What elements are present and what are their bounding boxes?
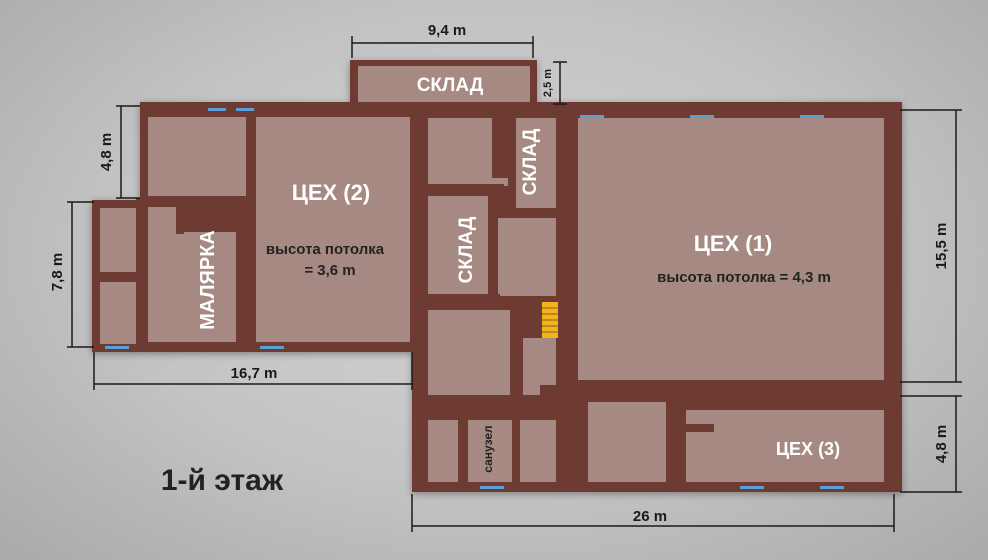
- dimension-label-right-upper: 15,5 m: [933, 223, 950, 270]
- window: [800, 115, 824, 118]
- floor-room-top-left: [148, 117, 246, 197]
- window: [236, 108, 254, 111]
- window: [690, 115, 714, 118]
- floor-tseh1: [578, 118, 888, 382]
- room-label-malyarka: МАЛЯРКА: [197, 230, 219, 330]
- floor-sklad-mid: [428, 196, 488, 294]
- room-label-tseh2-ceiling-1: высота потолка: [266, 241, 385, 258]
- floor-left-small-2: [100, 282, 136, 344]
- dimension-label-right-lower: 4,8 m: [933, 425, 950, 463]
- floor-bath-1: [428, 420, 458, 482]
- dimension-label-total-width: 26 m: [633, 508, 667, 525]
- floor-lower-room: [588, 400, 666, 482]
- floor-lower-left: [428, 310, 513, 395]
- floor-title: 1-й этаж: [161, 464, 284, 497]
- room-label-sklad-mid: СКЛАД: [456, 216, 477, 283]
- dimension-label-left-upper: 4,8 m: [98, 133, 115, 171]
- dimension-lines: [67, 36, 962, 532]
- dimension-label-left-lower: 7,8 m: [49, 253, 66, 291]
- floor-malyarka: [148, 232, 238, 342]
- dimension-label-top-width: 9,4 m: [428, 22, 466, 39]
- floor-tseh3: [686, 410, 888, 482]
- floor-left-small-1: [100, 208, 136, 273]
- room-floors: [100, 66, 888, 482]
- floor-hall: [498, 218, 558, 296]
- window: [208, 108, 226, 111]
- floor-sklad-top: [358, 66, 530, 102]
- interior-walls: [96, 102, 902, 490]
- dimension-label-sklad-depth: 2,5 m: [542, 69, 554, 97]
- room-label-tseh1: ЦЕХ (1): [694, 231, 772, 256]
- window: [480, 486, 504, 489]
- stairs: [542, 302, 558, 338]
- dimension-label-left-width: 16,7 m: [231, 365, 278, 382]
- floor-sanuzel: [466, 420, 512, 482]
- window: [820, 486, 844, 489]
- window: [580, 115, 604, 118]
- window: [260, 346, 284, 349]
- room-label-sklad-top: СКЛАД: [417, 75, 484, 96]
- floor-tseh2: [256, 117, 411, 342]
- window: [740, 486, 764, 489]
- room-label-tseh2: ЦЕХ (2): [292, 180, 370, 205]
- room-label-tseh1-ceiling: высота потолка = 4,3 m: [657, 269, 831, 286]
- room-label-sklad-right: СКЛАД: [520, 128, 541, 195]
- windows: [105, 108, 844, 489]
- room-label-sanuzel: санузел: [481, 425, 495, 472]
- floor-sklad-right: [513, 118, 558, 208]
- room-label-tseh3: ЦЕХ (3): [776, 439, 840, 459]
- window: [105, 346, 129, 349]
- room-label-tseh2-ceiling-2: = 3,6 m: [304, 262, 355, 279]
